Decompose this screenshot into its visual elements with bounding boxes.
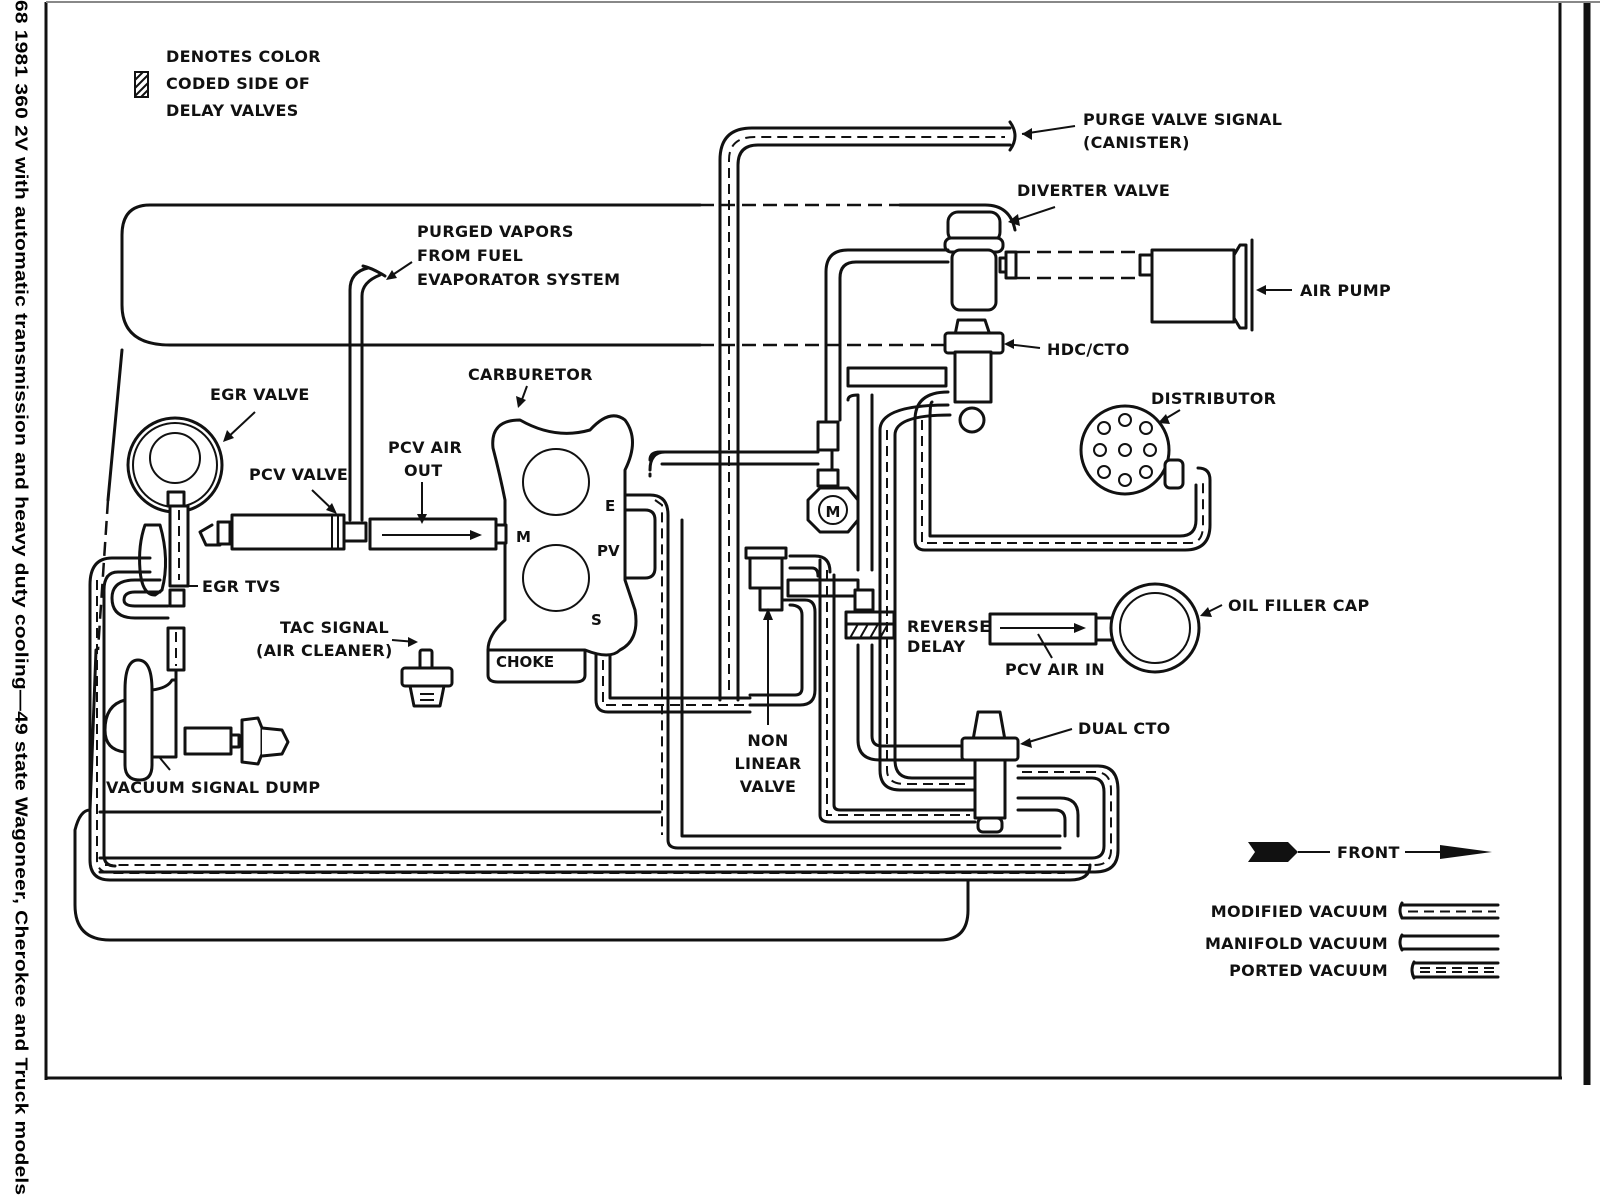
reverse-delay-label-2: DELAY bbox=[907, 637, 965, 656]
manifold-tee-assembly bbox=[648, 358, 948, 572]
pcv-air-in-label: PCV AIR IN bbox=[1005, 660, 1105, 679]
egr-valve-label: EGR VALVE bbox=[210, 385, 310, 404]
dual-cto-valve bbox=[960, 710, 1020, 834]
oil-filler-cap-label: OIL FILLER CAP bbox=[1228, 596, 1369, 615]
purged-vapors-label-1: PURGED VAPORS bbox=[417, 222, 574, 241]
legend-swatch-manifold bbox=[1398, 933, 1500, 952]
port-m-label: M bbox=[516, 528, 531, 546]
legend-label-modified: MODIFIED VACUUM bbox=[1211, 902, 1388, 921]
non-linear-valve-label-3: VALVE bbox=[740, 777, 796, 796]
purge-valve-signal-label-2: (CANISTER) bbox=[1083, 133, 1190, 152]
oil-filler-cap bbox=[988, 582, 1201, 674]
hdc-cto-label: HDC/CTO bbox=[1047, 340, 1130, 359]
port-pv-label: PV bbox=[597, 542, 620, 560]
egr-valve bbox=[126, 416, 224, 742]
legend-swatch-ported bbox=[1410, 960, 1500, 980]
dual-cto-long-hose bbox=[98, 764, 1120, 874]
pcv-air-out-label-2: OUT bbox=[404, 461, 442, 480]
delay-valve-key: DENOTES COLOR CODED SIDE OF DELAY VALVES bbox=[134, 47, 321, 120]
front-direction-indicator bbox=[1248, 842, 1492, 862]
tac-signal-label-1: TAC SIGNAL bbox=[280, 618, 389, 637]
pcv-valve bbox=[198, 513, 368, 551]
tac-signal-fitting bbox=[400, 648, 454, 708]
legend-swatch-modified bbox=[1398, 901, 1500, 920]
pcv-air-out-hose bbox=[368, 517, 508, 551]
port-s-hose bbox=[594, 653, 752, 714]
page-side-title: 68 1981 360 2V with automatic transmissi… bbox=[11, 0, 31, 1195]
distributor bbox=[1079, 404, 1185, 496]
air-pump bbox=[1150, 238, 1254, 332]
distributor-label: DISTRIBUTOR bbox=[1151, 389, 1276, 408]
port-e-label: E bbox=[605, 497, 615, 515]
diverter-to-tee-hose bbox=[824, 248, 950, 362]
hdc-to-dual-cto-hose bbox=[878, 403, 977, 792]
egr-tvs-u-hose bbox=[110, 578, 170, 620]
purge-valve-signal-label: PURGE VALVE SIGNAL bbox=[1083, 110, 1282, 129]
arrow-head-icon bbox=[1440, 845, 1492, 859]
legend-label-ported: PORTED VACUUM bbox=[1229, 961, 1388, 980]
reverse-delay-valve bbox=[844, 588, 977, 762]
non-linear-valve-label-1: NON bbox=[747, 731, 788, 750]
carburetor-label: CARBURETOR bbox=[468, 365, 593, 384]
purge-valve-hose bbox=[718, 120, 1017, 702]
purged-vapors-label-3: EVAPORATOR SYSTEM bbox=[417, 270, 620, 289]
front-label: FRONT bbox=[1337, 843, 1400, 862]
air-pump-label: AIR PUMP bbox=[1300, 281, 1391, 300]
pcv-valve-label: PCV VALVE bbox=[249, 465, 348, 484]
vacuum-signal-dump-label: VACUUM SIGNAL DUMP bbox=[106, 778, 320, 797]
egr-long-hose bbox=[88, 556, 1092, 882]
legend: MODIFIED VACUUM MANIFOLD VACUUM PORTED V… bbox=[1205, 901, 1500, 980]
non-linear-valve bbox=[744, 546, 860, 707]
carburetor bbox=[486, 414, 638, 684]
tac-signal-label-2: (AIR CLEANER) bbox=[256, 641, 393, 660]
purged-vapors-hose bbox=[348, 266, 382, 522]
egr-tvs-label: EGR TVS bbox=[202, 577, 281, 596]
key-text-2: CODED SIDE OF bbox=[166, 74, 310, 93]
key-text-1: DENOTES COLOR bbox=[166, 47, 321, 66]
key-text-3: DELAY VALVES bbox=[166, 101, 299, 120]
dual-cto-label: DUAL CTO bbox=[1078, 719, 1171, 738]
non-linear-valve-label-2: LINEAR bbox=[735, 754, 802, 773]
egr-tvs bbox=[138, 523, 168, 597]
vacuum-hose-diagram: DENOTES COLOR CODED SIDE OF DELAY VALVES… bbox=[44, 1, 1600, 1085]
vacuum-signal-dump bbox=[103, 658, 290, 782]
purged-vapors-label-2: FROM FUEL bbox=[417, 246, 523, 265]
port-s-label: S bbox=[591, 611, 602, 629]
reverse-delay-label-1: REVERSE bbox=[907, 617, 990, 636]
carb-ported-hose bbox=[623, 493, 1062, 850]
choke-label: CHOKE bbox=[496, 653, 554, 671]
diverter-valve bbox=[943, 210, 1154, 312]
motor-port-label: M bbox=[826, 503, 841, 521]
hdc-cto-valve bbox=[943, 318, 1005, 434]
nlv-to-dual-cto-hose bbox=[818, 558, 977, 824]
pcv-air-out-label-1: PCV AIR bbox=[388, 438, 462, 457]
diverter-valve-label: DIVERTER VALVE bbox=[1017, 181, 1170, 200]
choke bbox=[486, 648, 587, 684]
arrow-fletching-icon bbox=[1248, 842, 1298, 862]
legend-label-manifold: MANIFOLD VACUUM bbox=[1205, 934, 1388, 953]
